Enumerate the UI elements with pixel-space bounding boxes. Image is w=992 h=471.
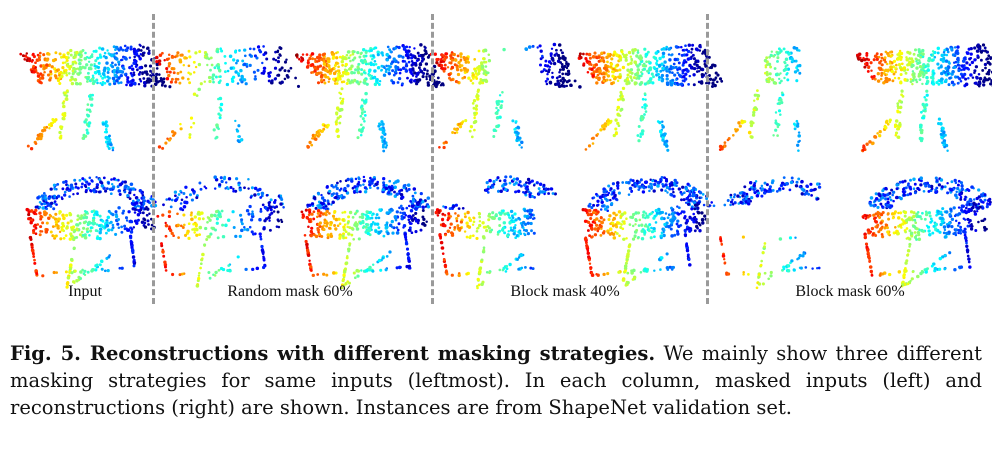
caption-body: We mainly show three different masking s…	[10, 342, 982, 419]
panel-label-random-60: Random mask 60%	[227, 283, 353, 300]
caption-title: Fig. 5. Reconstructions with different m…	[10, 342, 656, 365]
panel-divider	[706, 14, 709, 304]
panel-label-input: Input	[68, 283, 102, 300]
figure: Input Random mask 60% Block mask 40% Blo…	[19, 14, 992, 304]
figure-caption: Fig. 5. Reconstructions with different m…	[10, 340, 982, 421]
panel-divider	[431, 14, 434, 304]
panel-label-block-40: Block mask 40%	[510, 283, 620, 300]
point-cloud-canvas	[19, 42, 992, 290]
panel-divider	[152, 14, 155, 304]
panel-label-block-60: Block mask 60%	[795, 283, 905, 300]
